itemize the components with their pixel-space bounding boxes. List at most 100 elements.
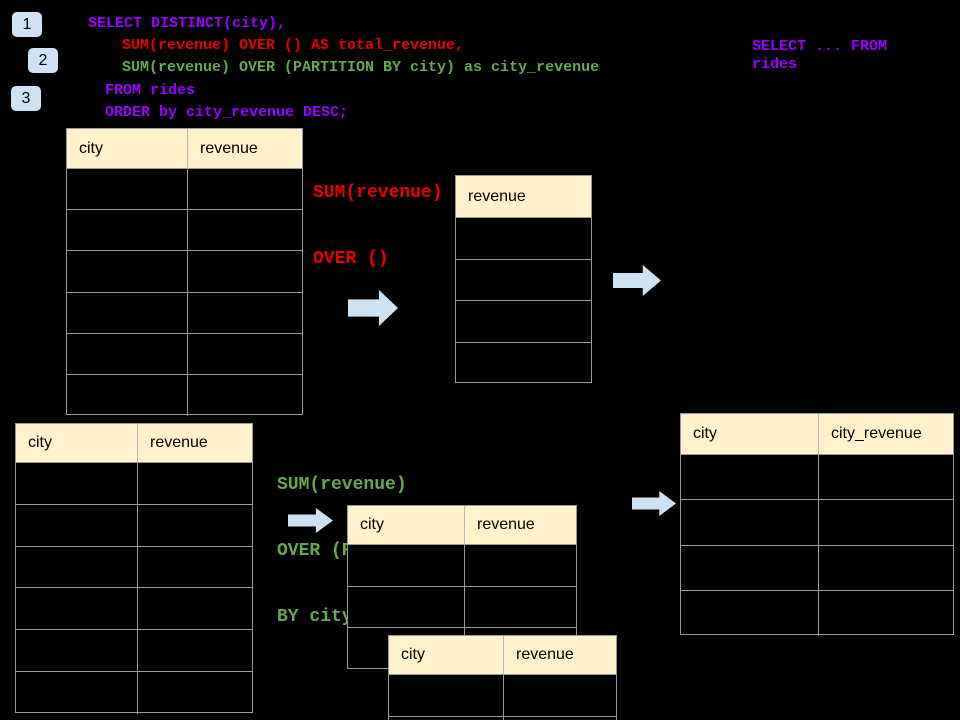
table-cell-empty bbox=[16, 463, 137, 504]
table-cell-empty bbox=[681, 455, 818, 499]
table-cell-empty bbox=[16, 547, 137, 588]
table-total-revenue-header: revenue bbox=[456, 176, 591, 218]
table-cell-empty bbox=[681, 546, 818, 590]
table-cell-empty bbox=[681, 500, 818, 544]
table-row bbox=[16, 463, 252, 505]
table-row bbox=[16, 630, 252, 672]
table-source-bottom-body bbox=[16, 463, 252, 714]
column-header-city: city bbox=[360, 516, 384, 533]
table-row bbox=[67, 333, 302, 375]
table-row bbox=[456, 343, 591, 385]
table-cell-empty bbox=[348, 545, 464, 586]
column-header-revenue: revenue bbox=[464, 506, 576, 544]
side-snippet-line-1: SELECT ... FROM bbox=[752, 38, 888, 55]
table-row bbox=[681, 545, 953, 591]
step-badge-3: 3 bbox=[11, 86, 41, 111]
table-source-top-body bbox=[67, 169, 302, 417]
sql-line-order: ORDER by city_revenue DESC; bbox=[105, 104, 349, 121]
table-cell-empty bbox=[187, 169, 302, 210]
table-row bbox=[16, 504, 252, 547]
table-partition-overlay-header: city revenue bbox=[389, 636, 616, 675]
table-row bbox=[67, 251, 302, 293]
sql-line-sum-over: SUM(revenue) OVER () AS total_revenue, bbox=[122, 37, 465, 54]
step-badge-1: 1 bbox=[12, 12, 42, 37]
table-row bbox=[348, 545, 576, 587]
column-header-revenue: revenue bbox=[137, 424, 252, 462]
column-header-city: city bbox=[28, 434, 52, 451]
total-revenue-annotation-line-2: OVER () bbox=[313, 249, 389, 269]
table-cell-empty bbox=[187, 251, 302, 292]
table-cell-empty bbox=[456, 301, 524, 342]
table-cell-empty bbox=[16, 672, 137, 714]
table-cell-empty bbox=[16, 505, 137, 546]
table-cell-empty bbox=[137, 546, 252, 588]
table-row bbox=[67, 169, 302, 211]
table-row bbox=[67, 210, 302, 252]
column-header-city: city bbox=[693, 425, 717, 442]
table-cell-empty bbox=[464, 545, 576, 586]
table-total-revenue: revenue bbox=[455, 175, 592, 383]
column-header-revenue: revenue bbox=[187, 129, 302, 168]
table-cell-empty bbox=[137, 504, 252, 546]
partition-annotation-line-1: SUM(revenue) bbox=[277, 475, 407, 495]
table-row bbox=[16, 671, 252, 714]
sql-line-from: FROM rides bbox=[105, 82, 196, 99]
table-cell-empty bbox=[16, 630, 137, 671]
table-cell-empty bbox=[503, 717, 616, 720]
table-cell-empty bbox=[503, 675, 616, 716]
table-cell-empty bbox=[389, 675, 503, 716]
column-header-city: city bbox=[79, 139, 103, 157]
table-cell-empty bbox=[187, 333, 302, 374]
column-header-revenue: revenue bbox=[503, 636, 616, 674]
table-row bbox=[389, 675, 616, 717]
total-revenue-annotation-line-1: SUM(revenue) bbox=[313, 183, 443, 203]
table-cell-empty bbox=[456, 260, 524, 301]
table-cell-empty bbox=[137, 630, 252, 671]
table-cell-empty bbox=[456, 343, 524, 385]
table-partition-overlay: city revenue bbox=[388, 635, 617, 720]
step-badge-3-label: 3 bbox=[21, 89, 31, 107]
table-cell-empty bbox=[67, 293, 187, 333]
table-row bbox=[389, 717, 616, 720]
table-cell-empty bbox=[137, 588, 252, 630]
step-badge-1-label: 1 bbox=[22, 15, 32, 33]
table-cell-empty bbox=[137, 671, 252, 714]
sql-line-select: SELECT DISTINCT(city), bbox=[88, 15, 287, 32]
table-cell-empty bbox=[67, 210, 187, 250]
table-row bbox=[456, 218, 591, 260]
table-total-revenue-body bbox=[456, 218, 591, 384]
table-partition-overlay-body bbox=[389, 675, 616, 720]
table-cell-empty bbox=[818, 590, 953, 637]
flow-arrow-icon-from-total bbox=[613, 265, 661, 296]
table-cell-empty bbox=[187, 374, 302, 417]
flow-arrow-icon-to-result bbox=[632, 491, 676, 516]
table-cell-empty bbox=[187, 292, 302, 333]
step-badge-2-label: 2 bbox=[38, 51, 48, 69]
table-cell-empty bbox=[681, 591, 818, 636]
table-cell-empty bbox=[67, 251, 187, 291]
table-city-revenue-result-header: city city_revenue bbox=[681, 414, 953, 455]
table-row bbox=[67, 292, 302, 334]
table-source-bottom-header: city revenue bbox=[16, 424, 252, 463]
table-source-bottom: city revenue bbox=[15, 423, 253, 714]
table-cell-empty bbox=[187, 210, 302, 251]
table-cell-empty bbox=[818, 455, 953, 500]
table-cell-empty bbox=[67, 334, 187, 374]
table-row bbox=[16, 546, 252, 589]
table-row bbox=[67, 374, 302, 417]
table-row bbox=[681, 500, 953, 546]
table-partition-mid-header: city revenue bbox=[348, 506, 576, 545]
table-row bbox=[16, 588, 252, 631]
table-city-revenue-result: city city_revenue bbox=[680, 413, 954, 637]
table-cell-empty bbox=[16, 588, 137, 629]
table-cell-empty bbox=[348, 587, 464, 628]
side-snippet-line-2: rides bbox=[752, 56, 798, 73]
table-cell-empty bbox=[67, 375, 187, 416]
sql-line-sum-partition: SUM(revenue) OVER (PARTITION BY city) as… bbox=[122, 59, 600, 76]
table-cell-empty bbox=[818, 545, 953, 590]
table-city-revenue-result-body bbox=[681, 455, 953, 637]
table-cell-empty bbox=[818, 500, 953, 545]
table-row bbox=[348, 586, 576, 629]
table-row bbox=[681, 590, 953, 637]
